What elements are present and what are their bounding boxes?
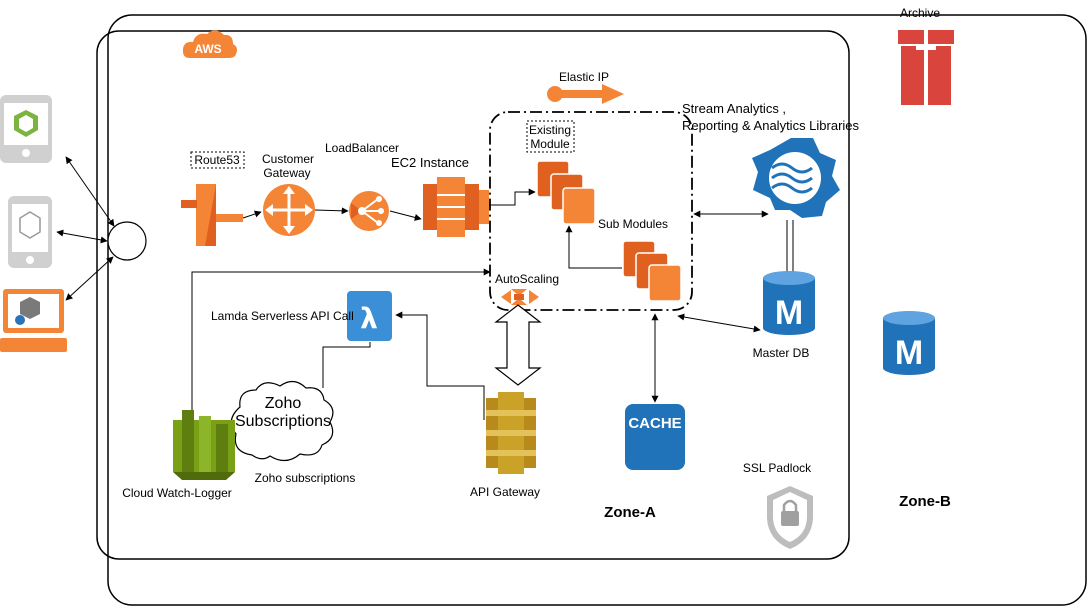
ec2-instance-label: EC2 Instance	[391, 155, 469, 170]
cloudwatch-logger-icon	[173, 410, 235, 480]
existing-module-label-frame	[526, 120, 575, 153]
cloudwatch-logger-label: Cloud Watch-Logger	[122, 486, 232, 500]
route53-label: Route53	[194, 153, 240, 167]
api-gateway-icon	[486, 392, 536, 474]
cache-icon	[625, 404, 685, 470]
cache-label: CACHE	[628, 415, 681, 432]
existing-module-label-line1: Existing	[529, 123, 571, 137]
ssl-padlock-label: SSL Padlock	[743, 461, 812, 475]
stream-analytics-icon	[752, 138, 840, 218]
sub-modules-icon	[622, 240, 682, 302]
route53-icon	[181, 184, 243, 246]
master-db-icon	[763, 271, 815, 335]
customer-gateway-label-line1: Customer	[262, 152, 314, 166]
aws-badge-label: AWS	[194, 42, 221, 56]
load-balancer-icon	[349, 191, 389, 231]
master-db-symbol: M	[775, 294, 803, 332]
api-gateway-label: API Gateway	[470, 485, 540, 499]
internet-junction-node	[107, 221, 147, 261]
replica-db-symbol: M	[895, 334, 923, 372]
zone-b-boundary	[107, 14, 1087, 606]
customer-gateway-label-line2: Gateway	[263, 166, 310, 180]
auto-scaling-label: AutoScaling	[495, 272, 559, 286]
route53-label-frame	[190, 151, 245, 169]
load-balancer-label: LoadBalancer	[325, 141, 399, 155]
stream-analytics-label-line2: Reporting & Analytics Libraries	[682, 118, 860, 133]
master-db-label: Master DB	[753, 346, 810, 360]
zone-b-label: Zone-B	[899, 493, 951, 510]
zoho-subscriptions-caption: Zoho subscriptions	[255, 471, 356, 485]
lambda-label: Lamda Serverless API Call	[211, 309, 354, 323]
lambda-icon	[347, 291, 392, 341]
stream-analytics-label-line1: Stream Analytics ,	[682, 101, 786, 116]
aws-cloud-icon	[182, 30, 237, 58]
zone-a-label: Zone-A	[604, 504, 656, 521]
elastic-ip-label: Elastic IP	[559, 70, 609, 84]
archive-label: Archive	[900, 6, 940, 20]
replica-db-icon	[883, 311, 935, 375]
tablet-device-icon	[0, 95, 52, 163]
existing-module-icon	[536, 160, 596, 225]
elastic-ip-icon	[547, 84, 624, 104]
zoho-subscriptions-cloud	[230, 380, 334, 462]
autoscaling-api-link-arrow	[494, 304, 542, 386]
phone-device-icon	[8, 196, 52, 268]
ssl-padlock-icon	[767, 486, 813, 549]
existing-module-label-line2: Module	[530, 137, 570, 151]
ec2-instance-icon	[423, 177, 489, 237]
zoho-cloud-label-line1: Zoho	[265, 395, 302, 412]
auto-scaling-icon	[501, 289, 539, 305]
customer-gateway-icon	[263, 184, 315, 236]
desktop-device-icon	[0, 289, 67, 352]
autoscaling-group-boundary	[489, 111, 693, 311]
sub-modules-label: Sub Modules	[598, 217, 668, 231]
lambda-symbol: λ	[360, 302, 378, 335]
zoho-cloud-label-line2: Subscriptions	[235, 413, 331, 430]
archive-icon	[898, 30, 954, 105]
